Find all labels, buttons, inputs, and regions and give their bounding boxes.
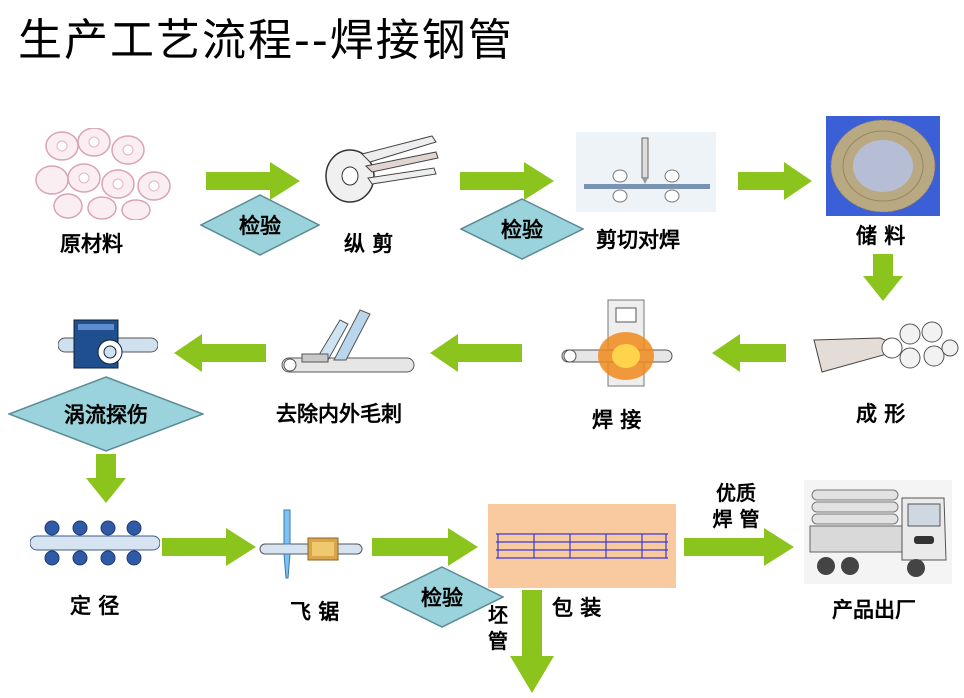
blank-pipe-label: 坯管 — [488, 603, 508, 653]
step-sizing-label: 定 径 — [70, 594, 120, 618]
arrow-right — [738, 162, 812, 200]
packing-image — [488, 504, 676, 588]
arrow-down — [510, 590, 554, 693]
sizing-image — [30, 520, 160, 566]
step-storage-label: 储 料 — [856, 224, 906, 248]
slitting-image — [325, 135, 439, 203]
shipping-truck-image — [804, 480, 952, 584]
arrow-right — [684, 528, 794, 566]
arrow-right — [162, 528, 256, 566]
arrow-down — [86, 454, 126, 503]
arrow-right — [372, 528, 478, 566]
step-deburr-label: 去除内外毛刺 — [276, 402, 402, 426]
step-packing-label: 包 装 — [552, 596, 602, 620]
arrow-right — [206, 162, 300, 200]
step-slitting-label: 纵 剪 — [344, 232, 394, 256]
raw-material-image — [35, 128, 171, 220]
deburr-image — [281, 309, 415, 373]
quality-pipe-line1: 优质 — [716, 481, 756, 505]
arrow-right — [460, 162, 554, 200]
step-shear-butt-weld-label: 剪切对焊 — [596, 228, 680, 252]
step-flying-saw-label: 飞 锯 — [290, 600, 340, 624]
inspection-label: 检验 — [501, 218, 543, 242]
arrow-left — [174, 334, 266, 372]
welding-image — [561, 299, 673, 387]
arrow-down — [863, 254, 903, 301]
page-title: 生产工艺流程--焊接钢管 — [18, 15, 514, 66]
quality-pipe-label: 优质 焊 管 — [704, 480, 768, 532]
step-welding-label: 焊 接 — [592, 408, 642, 432]
inspection-diamond: 检验 — [459, 198, 585, 260]
inspection-diamond: 检验 — [199, 194, 321, 256]
step-forming-label: 成 形 — [856, 402, 906, 426]
storage-image — [826, 116, 940, 216]
inspection-label: 检验 — [239, 214, 281, 238]
quality-pipe-line2: 焊 管 — [712, 507, 760, 531]
arrow-left — [430, 334, 522, 372]
arrow-left — [712, 334, 786, 372]
step-shipping-label: 产品出厂 — [832, 598, 916, 622]
inspection-diamond: 检验 — [379, 566, 505, 628]
eddy-current-image — [58, 319, 158, 369]
shear-butt-weld-image — [576, 132, 716, 212]
eddy-current-diamond: 涡流探伤 — [6, 376, 206, 452]
step-eddy-current-label: 涡流探伤 — [64, 403, 148, 427]
inspection-label: 检验 — [421, 586, 463, 610]
forming-image — [813, 321, 959, 373]
flying-saw-image — [259, 509, 363, 579]
step-raw-material-label: 原材料 — [60, 232, 123, 256]
